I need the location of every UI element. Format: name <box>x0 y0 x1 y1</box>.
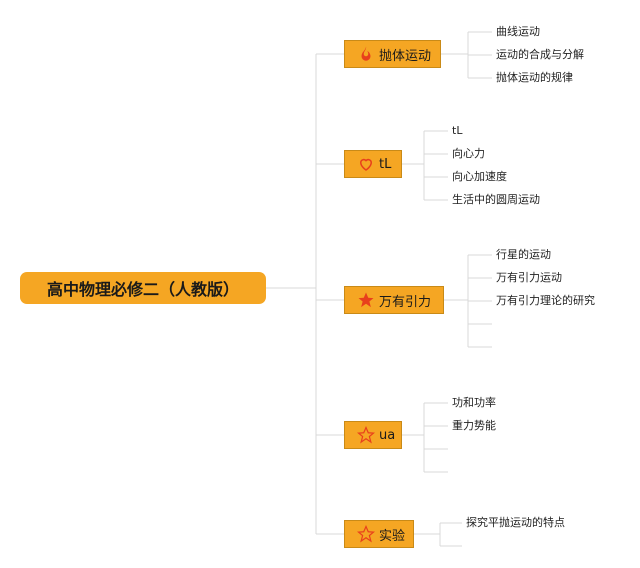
branch-node-gravitation[interactable]: 万有引力 <box>344 286 444 314</box>
branch-label: 抛体运动 <box>379 48 432 64</box>
star-outline-icon <box>357 525 375 543</box>
branch-label: 实验 <box>379 528 406 544</box>
heart-icon <box>357 155 375 173</box>
fire-icon <box>357 45 375 63</box>
branch-node-tl[interactable]: tL <box>344 150 402 178</box>
leaf-node[interactable]: 万有引力理论的研究 <box>496 294 595 307</box>
leaf-node[interactable]: 功和功率 <box>452 396 496 409</box>
leaf-node[interactable]: 运动的合成与分解 <box>496 48 584 61</box>
branch-node-ua[interactable]: ua <box>344 421 402 449</box>
branch-label: tL <box>379 156 392 172</box>
leaf-node[interactable]: 生活中的圆周运动 <box>452 193 540 206</box>
root-node[interactable]: 高中物理必修二（人教版） <box>20 272 266 304</box>
leaf-node[interactable]: 抛体运动的规律 <box>496 71 573 84</box>
branch-label: 万有引力 <box>379 294 432 310</box>
leaf-node[interactable]: tL <box>452 124 463 137</box>
star-outline-icon <box>357 426 375 444</box>
leaf-node[interactable]: 向心力 <box>452 147 485 160</box>
leaf-node[interactable]: 重力势能 <box>452 419 496 432</box>
leaf-node[interactable]: 行星的运动 <box>496 248 551 261</box>
branch-node-projectile-motion[interactable]: 抛体运动 <box>344 40 441 68</box>
branch-label: ua <box>379 427 396 443</box>
leaf-node[interactable]: 曲线运动 <box>496 25 540 38</box>
leaf-node[interactable]: 探究平抛运动的特点 <box>466 516 565 529</box>
leaf-node[interactable]: 万有引力运动 <box>496 271 562 284</box>
branch-node-experiment[interactable]: 实验 <box>344 520 414 548</box>
leaf-node[interactable]: 向心加速度 <box>452 170 507 183</box>
star-filled-icon <box>357 291 375 309</box>
